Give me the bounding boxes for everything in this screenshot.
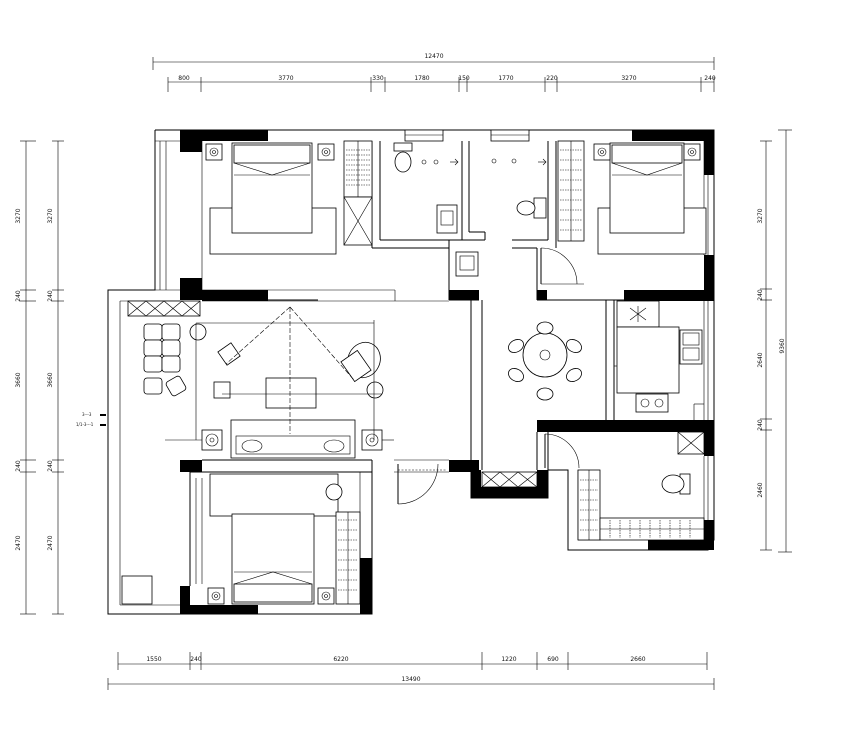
nightstand-icon <box>683 143 701 161</box>
top-dimension-8: 3270 <box>621 75 636 82</box>
wardrobe-icon <box>557 140 585 242</box>
right-dimension-5: 2460 <box>757 482 764 497</box>
wardrobe-icon <box>343 140 373 246</box>
side-table-icon <box>366 381 384 399</box>
right-dimension-3: 2640 <box>757 352 764 367</box>
kitchen <box>614 300 704 420</box>
nightstand-icon <box>205 143 223 161</box>
sectional-sofa-icon <box>143 323 187 397</box>
door-swing-icon <box>544 433 580 469</box>
left-inner-dimension-2: 240 <box>47 290 54 302</box>
top-right-bedroom <box>557 140 707 255</box>
ceiling-light-lines <box>165 306 394 441</box>
interior-partitions <box>120 141 624 586</box>
bathroom-2 <box>455 158 547 277</box>
doors <box>397 247 584 505</box>
side-table-icon <box>189 323 207 341</box>
top-total-dimension: 12470 <box>424 53 443 60</box>
bottom-dimension-chain: 1550 240 6220 1220 690 2660 13490 <box>107 652 715 690</box>
bottom-dimension-3: 6220 <box>333 656 348 663</box>
bottom-dimension-4: 1220 <box>501 656 516 663</box>
left-outer-dimension-5: 2470 <box>15 535 22 550</box>
cabinet-icon <box>677 431 705 455</box>
cabinet-icon <box>121 575 153 605</box>
top-dimension-chain: 12470 800 3770 330 1780 150 1770 220 327… <box>152 53 716 92</box>
stool-icon <box>213 381 231 399</box>
dining-chair-icon <box>508 321 582 401</box>
bottom-dimension-1: 1550 <box>146 656 161 663</box>
cabinet-icon <box>127 300 201 317</box>
toilet-icon <box>393 142 413 173</box>
left-dimension-chains: 3270 240 3660 240 2470 3270 240 3660 240… <box>15 140 64 615</box>
speaker-icon <box>201 429 223 451</box>
bottom-dimension-5: 690 <box>547 656 559 663</box>
right-total-dimension: 9360 <box>779 338 786 353</box>
top-dimension-2: 3770 <box>278 75 293 82</box>
left-outer-dimension-2: 240 <box>15 290 22 302</box>
door-swing-icon <box>397 463 446 505</box>
top-dimension-7: 220 <box>546 75 558 82</box>
bottom-left-bedroom <box>182 473 361 605</box>
right-dimension-4: 240 <box>757 419 764 431</box>
right-dimension-1: 3270 <box>757 208 764 223</box>
left-inner-dimension-3: 3660 <box>47 372 54 387</box>
stove-icon <box>635 393 669 413</box>
bathroom-1 <box>393 142 459 234</box>
nightstand-icon <box>207 587 225 605</box>
wardrobe-icon <box>577 469 705 541</box>
nightstand-icon <box>317 143 335 161</box>
wall-labels: 3---3 1/1-3---1 <box>76 412 106 427</box>
dining-area <box>508 321 582 401</box>
lamp-icon <box>325 483 343 501</box>
top-dimension-3: 330 <box>372 75 384 82</box>
top-dimension-9: 240 <box>704 75 716 82</box>
lounge-chair-icon <box>340 341 381 383</box>
bottom-dimension-2: 240 <box>190 656 202 663</box>
cabinet-icon <box>481 471 538 488</box>
dining-table-icon <box>522 332 568 378</box>
top-left-bedroom <box>205 140 373 255</box>
left-inner-dimension-4: 240 <box>47 460 54 472</box>
bottom-dimension-6: 2660 <box>630 656 645 663</box>
sink-icon <box>436 204 458 234</box>
top-dimension-5: 150 <box>458 75 470 82</box>
coffee-table-icon <box>265 377 317 409</box>
toilet-icon <box>516 197 547 219</box>
solid-wall-blocks <box>180 130 714 614</box>
top-dimension-6: 1770 <box>498 75 513 82</box>
range-hood-icon <box>629 306 647 322</box>
top-dimension-4: 1780 <box>414 75 429 82</box>
left-outer-dimension-1: 3270 <box>15 208 22 223</box>
bottom-right-room <box>577 431 705 541</box>
washbasin-icon <box>455 251 479 277</box>
armchair-icon <box>217 342 241 366</box>
top-dimension-1: 800 <box>178 75 190 82</box>
right-dimension-chains: 3270 240 2640 240 2460 9360 <box>757 129 792 553</box>
nightstand-icon <box>317 587 335 605</box>
bottom-total-dimension: 13490 <box>401 676 420 683</box>
nightstand-icon <box>593 143 611 161</box>
right-dimension-2: 240 <box>757 289 764 301</box>
living-room <box>121 300 394 605</box>
left-outer-dimension-4: 240 <box>15 460 22 472</box>
door-swing-icon <box>540 247 584 285</box>
speaker-icon <box>361 429 383 451</box>
kitchen-sink-icon <box>679 329 703 365</box>
left-inner-dimension-1: 3270 <box>47 208 54 223</box>
wall-label-1: 3---3 <box>82 412 92 417</box>
wall-label-2: 1/1-3---1 <box>76 422 94 427</box>
windows <box>268 129 530 301</box>
left-outer-dimension-3: 3660 <box>15 372 22 387</box>
wardrobe-icon <box>335 511 361 605</box>
left-inner-dimension-5: 2470 <box>47 535 54 550</box>
tv-sofa-icon <box>230 419 356 459</box>
toilet-icon <box>661 473 691 495</box>
